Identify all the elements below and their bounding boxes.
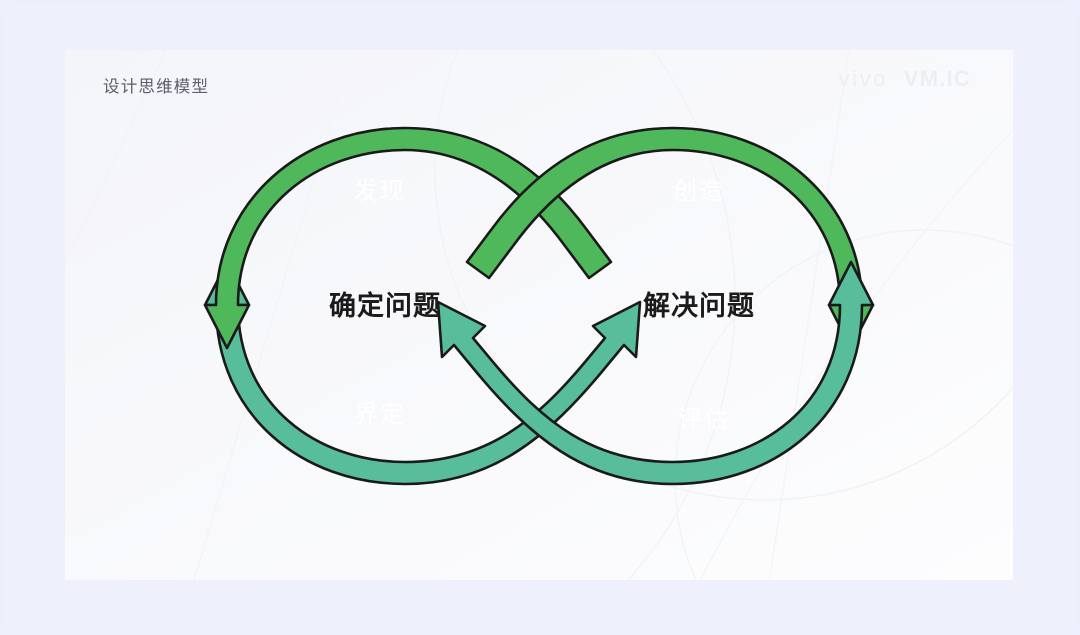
label-create: 创造 — [673, 178, 725, 205]
core-label-identify-problem: 确定问题 — [329, 290, 441, 321]
discover-band-shape — [203, 126, 613, 350]
label-define: 界定 — [354, 401, 406, 428]
vivo-logo: vivo — [838, 66, 888, 91]
right-top-band-create — [465, 126, 875, 350]
core-label-solve-problem: 解决问题 — [643, 291, 755, 321]
design-thinking-diagram: 发现 界定 确定问题 创造 评估 解决问题 — [65, 50, 1013, 580]
diagram-svg: 发现 界定 确定问题 创造 评估 解决问题 — [203, 126, 875, 486]
label-evaluate: 评估 — [678, 406, 730, 433]
page-title: 设计思维模型 — [103, 78, 210, 96]
evaluate-band-shape — [436, 260, 875, 486]
create-band-shape — [465, 126, 875, 350]
slide-card: 设计思维模型 vivo VM.IC — [65, 50, 1013, 580]
brand-logo-group: vivo VM.IC — [839, 68, 971, 90]
vmic-logo: VM.IC — [903, 66, 971, 91]
right-bottom-band-evaluate — [436, 260, 875, 486]
label-discover: 发现 — [354, 178, 406, 205]
left-top-band-discover — [203, 126, 613, 350]
